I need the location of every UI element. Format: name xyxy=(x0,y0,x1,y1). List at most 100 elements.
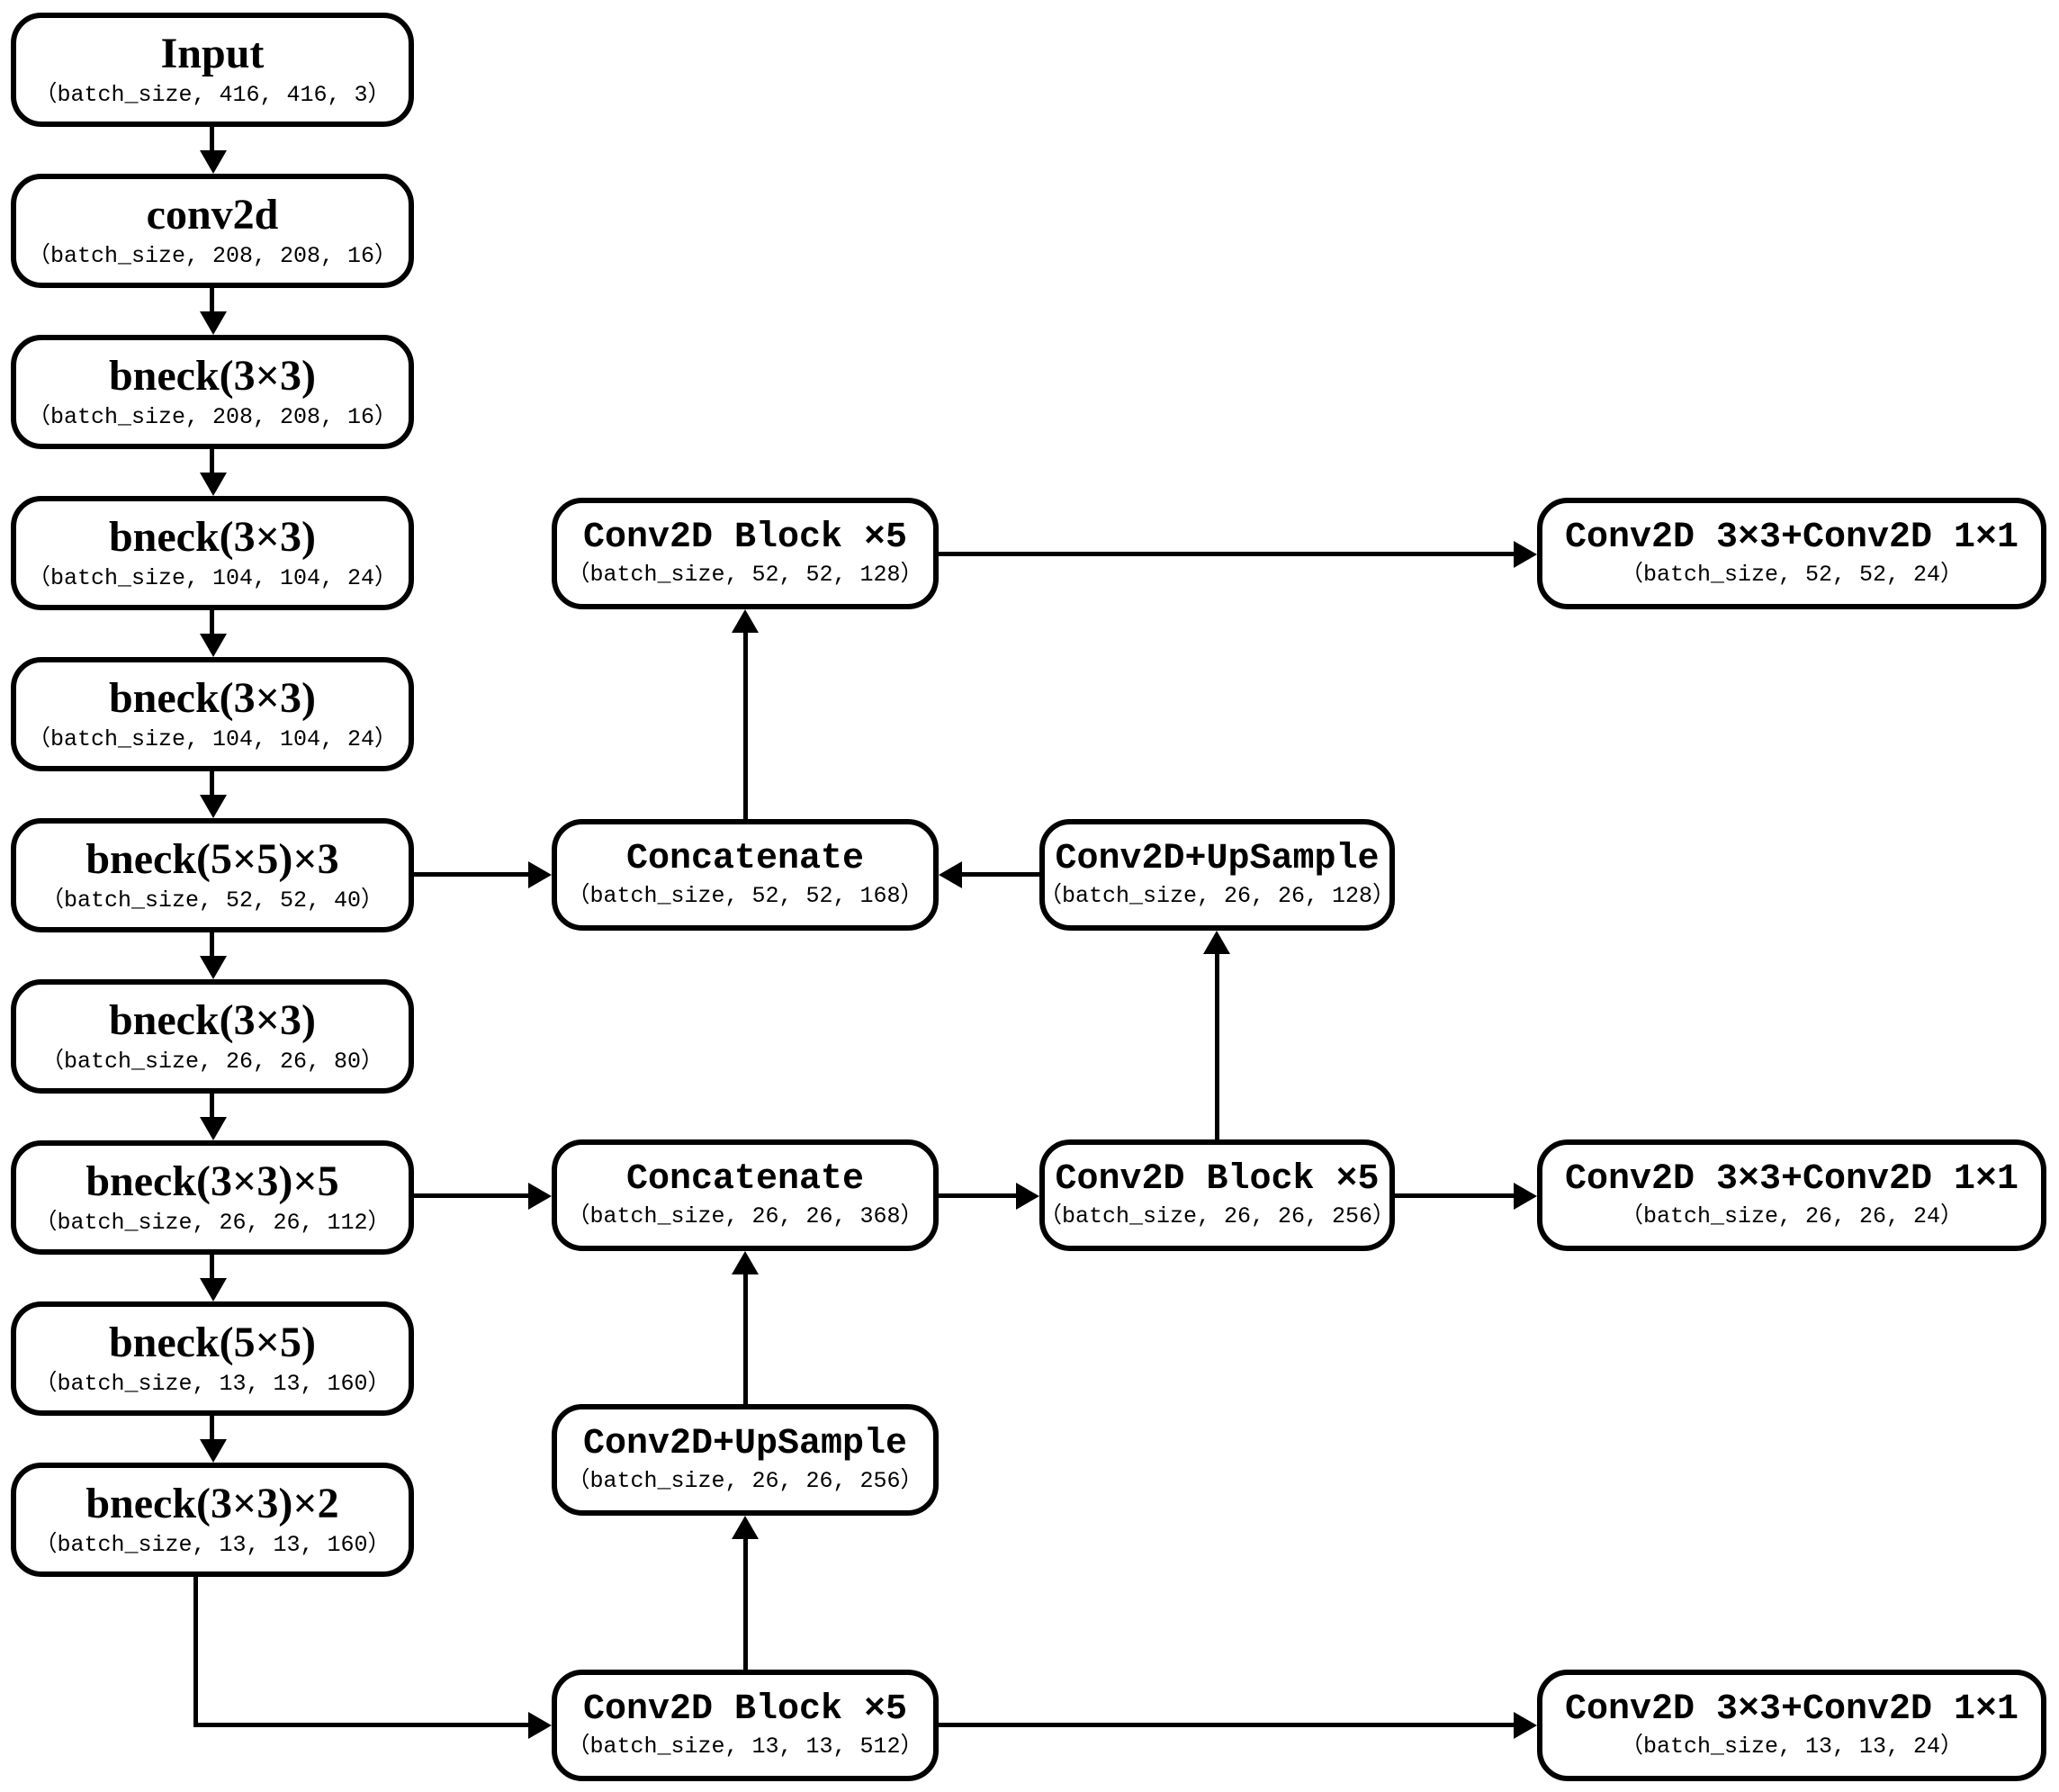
arrowhead-right-icon xyxy=(1514,541,1537,568)
edge-bneck5-bneck6 xyxy=(210,1094,214,1117)
node-bneck6-shape: （batch_size, 26, 26, 112） xyxy=(34,1209,391,1236)
node-bneck1-shape: （batch_size, 208, 208, 16） xyxy=(27,403,398,430)
node-bneck6-title: bneck(3×3)×5 xyxy=(85,1157,339,1205)
arrowhead-down-icon xyxy=(200,311,227,335)
node-head-52: Conv2D 3×3+Conv2D 1×1 （batch_size, 52, 5… xyxy=(1537,498,2046,609)
node-upsample-26-shape: （batch_size, 26, 26, 256） xyxy=(567,1467,923,1494)
node-input-shape: （batch_size, 416, 416, 3） xyxy=(34,81,391,108)
node-concatenate-52-title: Concatenate xyxy=(625,838,865,879)
node-bneck8-shape: （batch_size, 13, 13, 160） xyxy=(34,1531,391,1558)
node-conv2d-block-52: Conv2D Block ×5 （batch_size, 52, 52, 128… xyxy=(552,498,939,609)
node-conv2d: conv2d （batch_size, 208, 208, 16） xyxy=(11,174,414,288)
node-bneck2-shape: （batch_size, 104, 104, 24） xyxy=(27,564,398,591)
edge-concatenate26-conv2dblock26 xyxy=(939,1193,1016,1198)
node-concatenate-26-shape: （batch_size, 26, 26, 368） xyxy=(567,1202,923,1229)
node-upsample-52-title: Conv2D+UpSample xyxy=(1055,838,1380,879)
arrowhead-down-icon xyxy=(200,634,227,657)
edge-conv2dblock13-head13 xyxy=(939,1723,1514,1727)
node-bneck7: bneck(5×5) （batch_size, 13, 13, 160） xyxy=(11,1301,414,1416)
node-input: Input （batch_size, 416, 416, 3） xyxy=(11,13,414,127)
node-conv2d-block-52-shape: （batch_size, 52, 52, 128） xyxy=(567,561,923,588)
node-upsample-26: Conv2D+UpSample （batch_size, 26, 26, 256… xyxy=(552,1404,939,1516)
node-conv2d-block-26-shape: （batch_size, 26, 26, 256） xyxy=(1038,1202,1396,1229)
node-upsample-52: Conv2D+UpSample （batch_size, 26, 26, 128… xyxy=(1039,819,1395,931)
arrowhead-down-icon xyxy=(200,473,227,496)
node-bneck3: bneck(3×3) （batch_size, 104, 104, 24） xyxy=(11,657,414,771)
node-head-13-shape: （batch_size, 13, 13, 24） xyxy=(1620,1733,1964,1760)
arrowhead-right-icon xyxy=(1016,1183,1039,1210)
node-upsample-26-title: Conv2D+UpSample xyxy=(582,1423,908,1464)
edge-bneck6-concatenate26 xyxy=(414,1193,528,1198)
node-head-52-title: Conv2D 3×3+Conv2D 1×1 xyxy=(1564,517,2019,558)
node-concatenate-52-shape: （batch_size, 52, 52, 168） xyxy=(567,882,923,909)
node-bneck2: bneck(3×3) （batch_size, 104, 104, 24） xyxy=(11,496,414,610)
node-bneck5-title: bneck(3×3) xyxy=(108,995,316,1044)
node-bneck3-shape: （batch_size, 104, 104, 24） xyxy=(27,725,398,752)
edge-bneck8-down-segment xyxy=(193,1577,198,1727)
node-conv2d-block-13-title: Conv2D Block ×5 xyxy=(582,1688,908,1730)
edge-bneck6-bneck7 xyxy=(210,1255,214,1278)
node-input-title: Input xyxy=(160,29,265,77)
node-bneck3-title: bneck(3×3) xyxy=(108,673,316,722)
edge-bneck2-bneck3 xyxy=(210,610,214,634)
node-conv2d-title: conv2d xyxy=(146,190,279,239)
arrowhead-up-icon xyxy=(1203,931,1230,954)
arrowhead-right-icon xyxy=(528,1183,552,1210)
node-bneck4-shape: （batch_size, 52, 52, 40） xyxy=(40,887,384,914)
node-head-26-shape: （batch_size, 26, 26, 24） xyxy=(1620,1202,1964,1229)
node-bneck1-title: bneck(3×3) xyxy=(108,351,316,400)
node-upsample-52-shape: （batch_size, 26, 26, 128） xyxy=(1038,882,1396,909)
node-head-13: Conv2D 3×3+Conv2D 1×1 （batch_size, 13, 1… xyxy=(1537,1670,2046,1781)
node-bneck7-shape: （batch_size, 13, 13, 160） xyxy=(34,1370,391,1397)
node-bneck1: bneck(3×3) （batch_size, 208, 208, 16） xyxy=(11,335,414,449)
arrowhead-up-icon xyxy=(732,1251,759,1274)
edge-bneck4-bneck5 xyxy=(210,932,214,956)
edge-bneck4-concatenate52 xyxy=(414,872,528,877)
node-concatenate-52: Concatenate （batch_size, 52, 52, 168） xyxy=(552,819,939,931)
arrowhead-down-icon xyxy=(200,1278,227,1301)
edge-conv2dblock13-upsample26 xyxy=(743,1539,748,1670)
arrowhead-down-icon xyxy=(200,1439,227,1463)
node-bneck4: bneck(5×5)×3 （batch_size, 52, 52, 40） xyxy=(11,818,414,932)
edge-concatenate52-conv2dblock52 xyxy=(743,633,748,819)
arrowhead-up-icon xyxy=(732,1516,759,1539)
edge-bneck7-bneck8 xyxy=(210,1416,214,1439)
arrowhead-right-icon xyxy=(528,861,552,888)
arrowhead-down-icon xyxy=(200,795,227,818)
arrowhead-left-icon xyxy=(939,861,962,888)
node-conv2d-block-13-shape: （batch_size, 13, 13, 512） xyxy=(567,1733,923,1760)
node-conv2d-block-52-title: Conv2D Block ×5 xyxy=(582,517,908,558)
node-bneck8: bneck(3×3)×2 （batch_size, 13, 13, 160） xyxy=(11,1463,414,1577)
node-bneck7-title: bneck(5×5) xyxy=(108,1318,316,1366)
arrowhead-down-icon xyxy=(200,956,227,979)
arrowhead-down-icon xyxy=(200,1117,227,1140)
arrowhead-down-icon xyxy=(200,150,227,174)
node-bneck6: bneck(3×3)×5 （batch_size, 26, 26, 112） xyxy=(11,1140,414,1255)
edge-conv2dblock26-upsample52 xyxy=(1215,954,1219,1139)
node-bneck5: bneck(3×3) （batch_size, 26, 26, 80） xyxy=(11,979,414,1094)
arrowhead-up-icon xyxy=(732,609,759,633)
edge-conv2d-bneck1 xyxy=(210,288,214,311)
node-concatenate-26-title: Concatenate xyxy=(625,1158,865,1200)
arrowhead-right-icon xyxy=(1514,1712,1537,1739)
node-head-13-title: Conv2D 3×3+Conv2D 1×1 xyxy=(1564,1688,2019,1730)
edge-conv2dblock26-head26 xyxy=(1395,1193,1514,1198)
node-conv2d-block-26-title: Conv2D Block ×5 xyxy=(1055,1158,1380,1200)
node-concatenate-26: Concatenate （batch_size, 26, 26, 368） xyxy=(552,1139,939,1251)
edge-input-conv2d xyxy=(210,127,214,150)
node-conv2d-block-13: Conv2D Block ×5 （batch_size, 13, 13, 512… xyxy=(552,1670,939,1781)
node-head-26-title: Conv2D 3×3+Conv2D 1×1 xyxy=(1564,1158,2019,1200)
edge-upsample26-concatenate26 xyxy=(743,1274,748,1404)
node-bneck4-title: bneck(5×5)×3 xyxy=(85,834,339,883)
node-head-26: Conv2D 3×3+Conv2D 1×1 （batch_size, 26, 2… xyxy=(1537,1139,2046,1251)
node-conv2d-block-26: Conv2D Block ×5 （batch_size, 26, 26, 256… xyxy=(1039,1139,1395,1251)
arrowhead-right-icon xyxy=(528,1712,552,1739)
node-bneck5-shape: （batch_size, 26, 26, 80） xyxy=(40,1048,384,1075)
edge-bneck1-bneck2 xyxy=(210,449,214,473)
arrowhead-right-icon xyxy=(1514,1183,1537,1210)
node-head-52-shape: （batch_size, 52, 52, 24） xyxy=(1620,561,1964,588)
edge-bneck3-bneck4 xyxy=(210,771,214,795)
node-bneck8-title: bneck(3×3)×2 xyxy=(85,1479,339,1527)
edge-bneck8-right-segment xyxy=(193,1723,528,1727)
